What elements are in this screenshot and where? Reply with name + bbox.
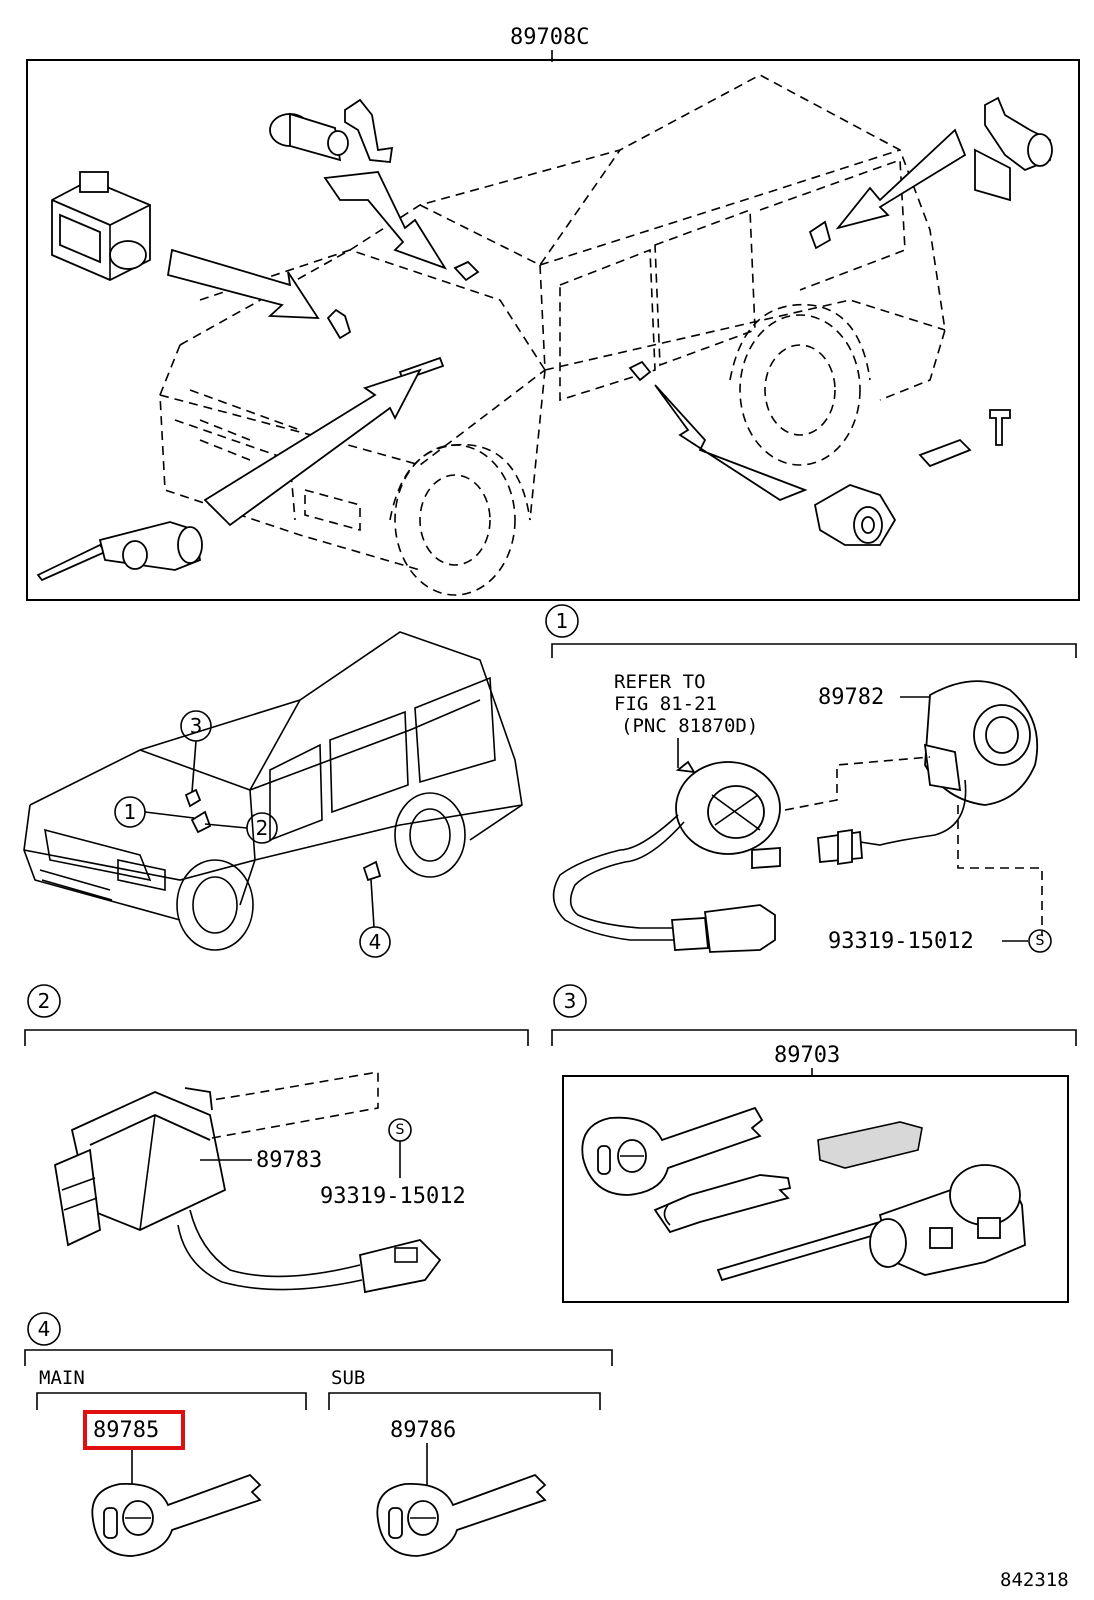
section-2-header[interactable]: 2 bbox=[27, 984, 61, 1018]
part-89786-label[interactable]: 89786 bbox=[390, 1418, 456, 1443]
section-1-dash-link bbox=[784, 756, 931, 811]
callout-1[interactable]: 1 bbox=[114, 796, 195, 828]
part-93319-15012-label-a[interactable]: 93319-15012 bbox=[828, 929, 974, 954]
svg-text:2: 2 bbox=[256, 816, 269, 840]
sub-label: SUB bbox=[331, 1367, 365, 1389]
section-2-dash-link bbox=[211, 1071, 379, 1139]
svg-text:S: S bbox=[396, 1122, 405, 1138]
antenna-control-unit-part bbox=[51, 171, 151, 281]
svg-text:4: 4 bbox=[369, 930, 382, 954]
spiral-cable-part bbox=[552, 760, 781, 953]
refer-text-line3: (PNC 81870D) bbox=[621, 715, 758, 737]
arrow-to-rear bbox=[835, 128, 967, 230]
suv-large-outline bbox=[159, 74, 946, 596]
key-cylinder-with-rod-part bbox=[36, 521, 203, 582]
callout-4-small[interactable]: 4 bbox=[359, 879, 391, 958]
sensor-marker bbox=[453, 260, 480, 282]
svg-text:1: 1 bbox=[556, 609, 569, 633]
arrow-to-door bbox=[654, 384, 808, 502]
section-3-bracket bbox=[551, 1029, 1077, 1046]
master-key-part bbox=[581, 1106, 764, 1196]
section-4-bracket bbox=[24, 1349, 613, 1366]
rear-hatch-lock-part bbox=[974, 96, 1053, 202]
top-part-number[interactable]: 89708C bbox=[510, 25, 589, 50]
part-89783-label[interactable]: 89783 bbox=[256, 1148, 322, 1173]
section-1-dash-screw bbox=[957, 805, 1043, 935]
main-label: MAIN bbox=[39, 1367, 85, 1389]
suv-small-outline bbox=[23, 631, 523, 951]
main-bracket bbox=[36, 1392, 307, 1410]
section-1-bracket bbox=[551, 643, 1077, 658]
arrow-to-handle bbox=[203, 368, 422, 527]
top-frame bbox=[26, 59, 1080, 601]
door-lock-cylinder-part bbox=[269, 98, 394, 163]
part-89703-label[interactable]: 89703 bbox=[774, 1043, 840, 1068]
screw-s-mark-b: S bbox=[388, 1118, 412, 1142]
hood-switch-marker bbox=[326, 308, 352, 340]
sub-key-drawing-part bbox=[376, 1473, 547, 1557]
figure-id: 842318 bbox=[1000, 1569, 1069, 1591]
refer-text-line1: REFER TO bbox=[614, 671, 706, 693]
callout-part-3-marker bbox=[184, 788, 202, 808]
sub-key-part bbox=[653, 1174, 792, 1234]
arrow-to-sensor bbox=[323, 171, 448, 270]
transponder-amplifier-part bbox=[817, 680, 1039, 866]
small-bracket-part bbox=[918, 409, 1011, 468]
sub-bracket bbox=[328, 1392, 601, 1410]
screw-s-mark-a: S bbox=[1028, 929, 1052, 953]
section-2-bracket bbox=[24, 1029, 529, 1046]
svg-text:S: S bbox=[1036, 933, 1045, 949]
rear-marker bbox=[808, 220, 832, 250]
callout-part-4-marker bbox=[362, 860, 382, 882]
part-93319-15012-label-b[interactable]: 93319-15012 bbox=[320, 1184, 466, 1209]
main-key-part bbox=[91, 1473, 262, 1557]
key-plate-part bbox=[817, 1121, 923, 1169]
svg-text:3: 3 bbox=[190, 714, 203, 738]
door-marker bbox=[628, 360, 652, 382]
svg-text:4: 4 bbox=[38, 1317, 51, 1341]
svg-text:1: 1 bbox=[124, 800, 137, 824]
callout-3-small[interactable]: 3 bbox=[180, 710, 212, 793]
section-3-frame bbox=[562, 1075, 1069, 1303]
part-89785-label[interactable]: 89785 bbox=[93, 1418, 159, 1443]
section-3-header[interactable]: 3 bbox=[553, 984, 587, 1018]
ignition-cylinder-part bbox=[813, 484, 897, 546]
part-89785-highlight bbox=[83, 1410, 185, 1450]
arrow-to-hood bbox=[166, 248, 320, 319]
section-1-header[interactable]: 1 bbox=[545, 604, 579, 638]
section-4-header[interactable]: 4 bbox=[27, 1312, 61, 1346]
svg-text:3: 3 bbox=[564, 989, 577, 1013]
callout-2-small[interactable]: 2 bbox=[204, 812, 278, 844]
refer-text-line2: FIG 81-21 bbox=[614, 693, 717, 715]
part-89782-label[interactable]: 89782 bbox=[818, 685, 884, 710]
cylinder-set-part bbox=[716, 1164, 1026, 1282]
immobiliser-ecu-part bbox=[53, 1087, 442, 1294]
svg-text:2: 2 bbox=[38, 989, 51, 1013]
callout-part-1-2-marker bbox=[190, 810, 212, 834]
